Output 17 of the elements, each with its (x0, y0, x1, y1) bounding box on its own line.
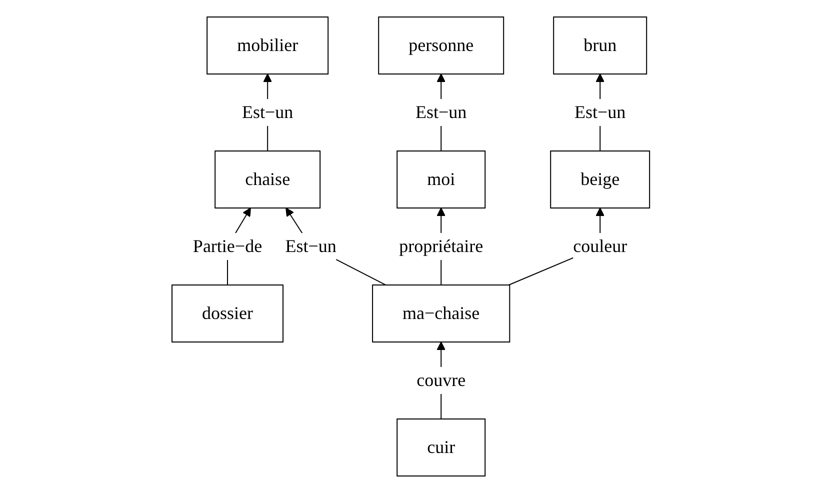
edge-label: propriétaire (398, 236, 483, 256)
node-box: mobilier (206, 16, 328, 74)
edge-label: Est−un (242, 102, 293, 122)
node-box: moi (396, 150, 486, 208)
node-box: chaise (214, 150, 320, 208)
edge-label: couleur (572, 236, 627, 256)
node-box: personne (378, 16, 504, 74)
node-box: cuir (396, 418, 486, 476)
edge-label: Partie−de (192, 236, 262, 256)
node-box: dossier (171, 284, 284, 342)
edge-label: Est−un (284, 236, 336, 256)
edge-label: Est−un (415, 102, 466, 122)
edge-label: couvre (416, 370, 466, 390)
node-box: beige (550, 150, 650, 208)
node-box: ma−chaise (372, 284, 510, 342)
edge-label: Est−un (574, 102, 626, 122)
node-box: brun (552, 16, 647, 74)
